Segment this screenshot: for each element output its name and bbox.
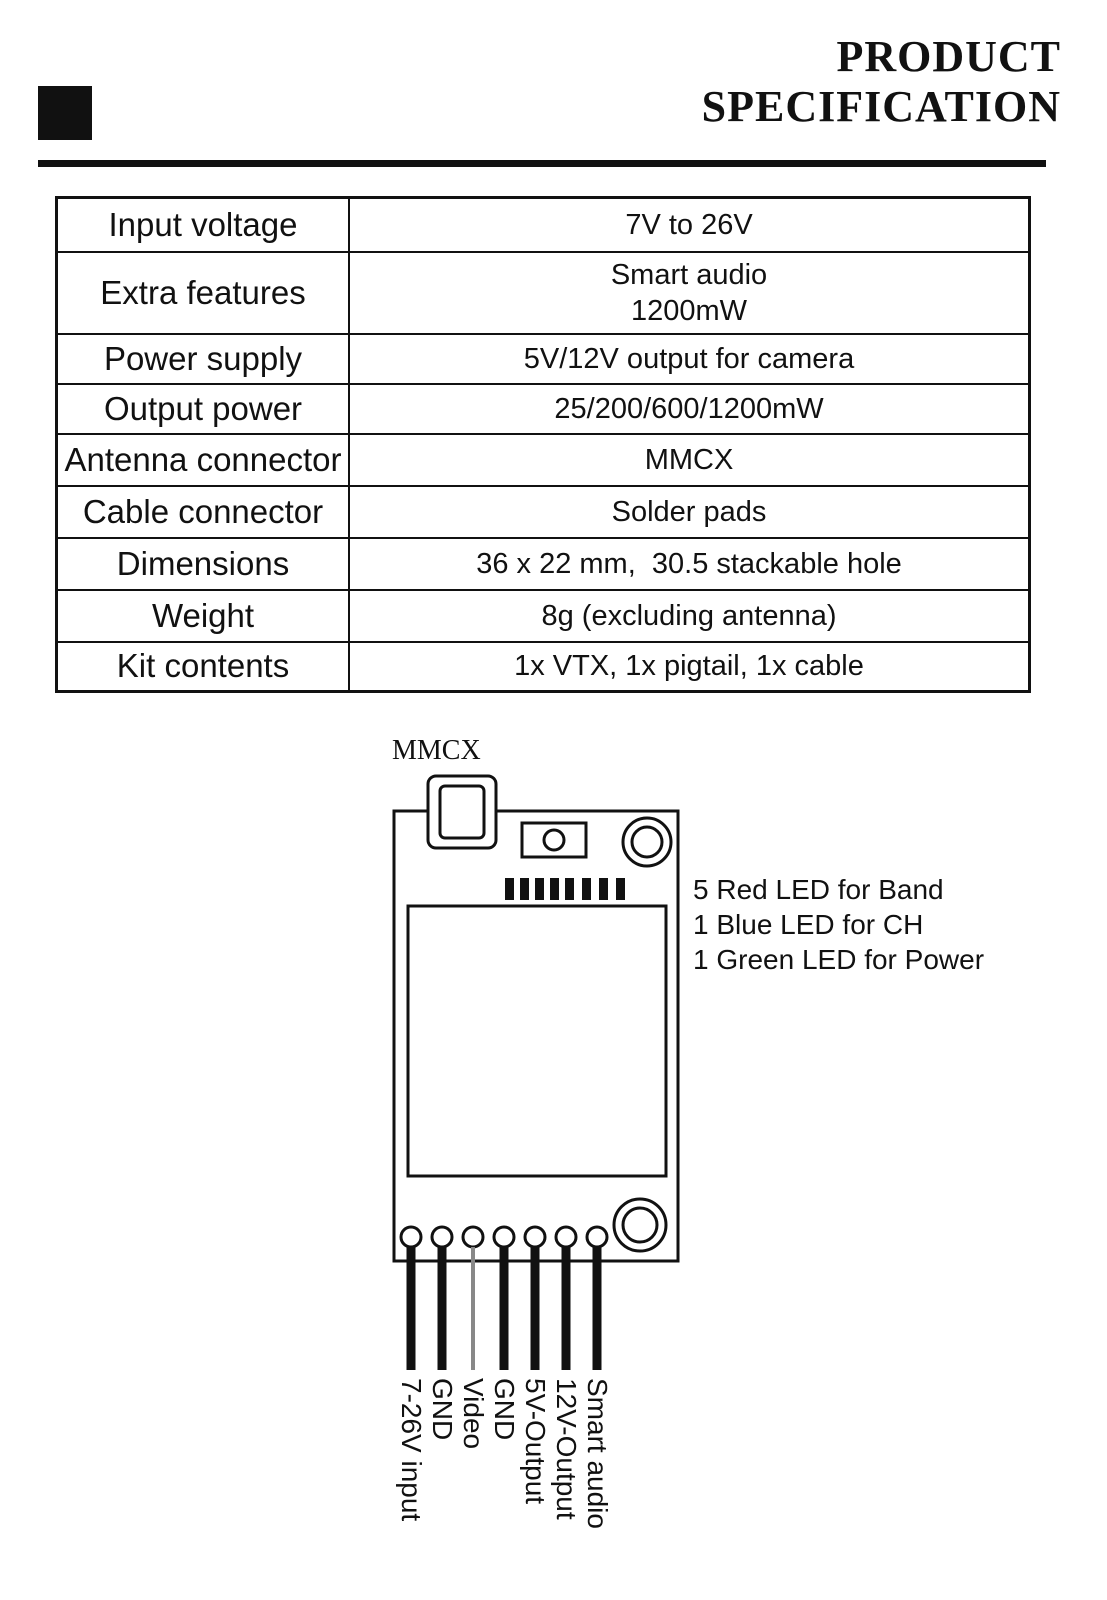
spec-value: 8g (excluding antenna) [348, 588, 1031, 643]
spec-value: 7V to 26V [348, 196, 1031, 253]
mount-hole-bottom-icon [612, 1197, 668, 1253]
spec-label: Extra features [55, 250, 350, 335]
led-icon [505, 878, 514, 900]
spec-label: Weight [55, 588, 350, 643]
solder-pad-icon [585, 1225, 609, 1249]
spec-label: Kit contents [55, 640, 350, 693]
mount-hole-bottom-inner-icon [621, 1206, 659, 1244]
led-note-channel: 1 Blue LED for CH [693, 909, 924, 940]
spec-row: Antenna connector MMCX [55, 432, 1031, 487]
spec-row: Kit contents 1x VTX, 1x pigtail, 1x cabl… [55, 640, 1031, 693]
led-icon [550, 878, 559, 900]
spec-row: Input voltage 7V to 26V [55, 196, 1031, 253]
spec-label: Output power [55, 382, 350, 435]
spec-row: Power supply 5V/12V output for camera [55, 332, 1031, 385]
pin-label-gnd: GND [427, 1378, 458, 1441]
spec-label: Antenna connector [55, 432, 350, 487]
solder-pads [399, 1225, 609, 1249]
led-icon [520, 878, 529, 900]
mount-hole-top-inner-icon [630, 825, 664, 859]
spec-value: Solder pads [348, 484, 1031, 539]
spec-value: 25/200/600/1200mW [348, 382, 1031, 435]
spec-row: Dimensions 36 x 22 mm, 30.5 stackable ho… [55, 536, 1031, 591]
solder-pad-icon [430, 1225, 454, 1249]
channel-button-knob-icon [542, 828, 566, 852]
led-icon [565, 878, 574, 900]
pin-wires [406, 1247, 602, 1370]
spec-row: Cable connector Solder pads [55, 484, 1031, 539]
led-icon [535, 878, 544, 900]
spec-label: Dimensions [55, 536, 350, 591]
led-note-power: 1 Green LED for Power [693, 944, 985, 975]
solder-pad-icon [399, 1225, 423, 1249]
title-line-1: PRODUCT [836, 32, 1061, 81]
antenna-connector-label: MMCX [392, 735, 481, 766]
title-line-2: SPECIFICATION [701, 82, 1061, 131]
title-divider [38, 160, 1046, 167]
pin-label-smart-audio: Smart audio [582, 1378, 613, 1529]
pin-label-12v-output: 12V-Output [551, 1378, 582, 1520]
spec-row: Output power 25/200/600/1200mW [55, 382, 1031, 435]
led-icon [599, 878, 608, 900]
spec-label: Input voltage [55, 196, 350, 253]
mmcx-connector-icon [426, 774, 498, 850]
spec-value: 36 x 22 mm, 30.5 stackable hole [348, 536, 1031, 591]
pin-label-gnd: GND [489, 1378, 520, 1441]
spec-row: Weight 8g (excluding antenna) [55, 588, 1031, 643]
led-note-band: 5 Red LED for Band [693, 874, 944, 905]
channel-button-icon [520, 821, 588, 859]
spec-row: Extra features Smart audio 1200mW [55, 250, 1031, 335]
spec-table: Input voltage 7V to 26V Extra features S… [55, 196, 1031, 693]
mmcx-connector-inner-icon [438, 784, 486, 840]
led-notes: 5 Red LED for Band 1 Blue LED for CH 1 G… [693, 872, 984, 977]
solder-pad-icon [492, 1225, 516, 1249]
pin-label-video: Video [458, 1378, 489, 1450]
mount-hole-top-icon [621, 816, 673, 868]
led-icon [582, 878, 591, 900]
spec-value: MMCX [348, 432, 1031, 487]
spec-label: Cable connector [55, 484, 350, 539]
solder-pad-icon [554, 1225, 578, 1249]
led-icon [616, 878, 625, 900]
spec-value: 1x VTX, 1x pigtail, 1x cable [348, 640, 1031, 693]
spec-value: Smart audio 1200mW [348, 250, 1031, 335]
spec-label: Power supply [55, 332, 350, 385]
page-title: PRODUCT SPECIFICATION [702, 32, 1061, 132]
led-row-icon [505, 878, 625, 900]
corner-square-decoration [38, 86, 92, 140]
pin-label-input: 7-26V input [396, 1378, 427, 1522]
pin-label-5v-output: 5V-Output [520, 1378, 551, 1505]
solder-pad-icon [523, 1225, 547, 1249]
spec-value: 5V/12V output for camera [348, 332, 1031, 385]
solder-pad-icon [461, 1225, 485, 1249]
shield-can-outline [406, 904, 668, 1178]
